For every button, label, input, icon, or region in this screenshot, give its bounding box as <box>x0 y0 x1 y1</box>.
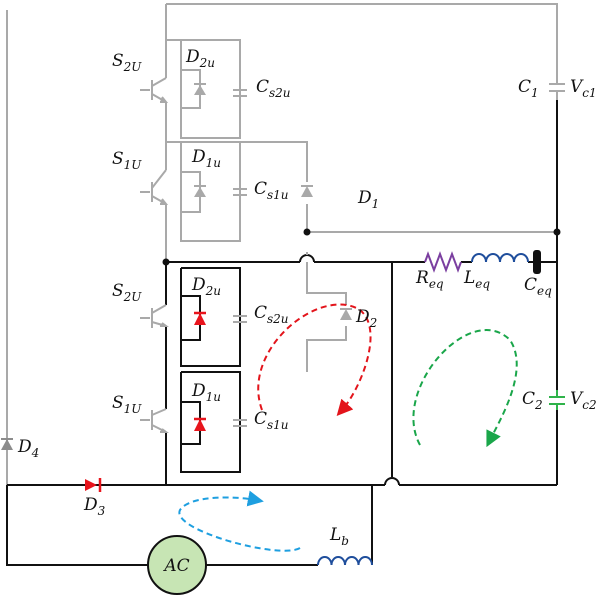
capacitor-ceq <box>533 250 541 274</box>
label-cs1u-bottom: Cs1u <box>254 409 289 432</box>
inactive-wiring <box>6 3 558 485</box>
capacitor-cs1u-bottom <box>233 419 247 427</box>
diode-d2u-top <box>181 69 206 109</box>
label-s1u-bottom: S1U <box>112 393 142 416</box>
label-d3: D3 <box>83 495 106 518</box>
label-c2: C2 <box>522 389 543 412</box>
junction-dots <box>162 228 561 266</box>
diode-d4 <box>1 438 13 450</box>
resistor-req <box>424 251 462 273</box>
inductor-lb <box>317 556 373 566</box>
label-ceq: Ceq <box>524 275 552 298</box>
label-s1u-top: S1U <box>112 149 142 172</box>
label-d2u-top: D2u <box>185 47 215 70</box>
label-cs2u-bottom: Cs2u <box>254 303 289 326</box>
capacitor-cs2u-bottom <box>233 315 247 323</box>
ac-source: AC <box>147 535 207 595</box>
component-labels: S2U D2u Cs2u S1U D1u Cs1u D1 C1 Vc1 Req … <box>17 47 597 548</box>
label-d2u-bottom: D2u <box>191 275 221 298</box>
label-d1u-bottom: D1u <box>191 381 221 404</box>
label-d4: D4 <box>17 437 39 460</box>
label-req: Req <box>415 268 444 291</box>
label-vc2: Vc2 <box>570 389 597 412</box>
diode-d1u-bottom <box>181 401 206 445</box>
label-d1u-top: D1u <box>191 147 221 170</box>
label-c1: C1 <box>518 77 539 100</box>
diode-d1 <box>301 185 313 197</box>
label-cs2u-top: Cs2u <box>256 77 291 100</box>
label-leq: Leq <box>463 268 490 291</box>
diode-d3 <box>85 478 102 492</box>
label-s2u-top: S2U <box>112 51 142 74</box>
ac-source-label: AC <box>162 556 189 576</box>
label-cs1u-top: Cs1u <box>254 179 289 202</box>
label-s2u-bottom: S2U <box>112 281 142 304</box>
capacitor-cs2u-top <box>233 89 247 97</box>
diode-d2 <box>340 308 352 320</box>
current-path-green <box>412 329 518 448</box>
diode-d2u-bottom <box>181 295 206 341</box>
label-d1: D1 <box>357 188 379 211</box>
label-d2: D2 <box>355 307 377 330</box>
active-wiring <box>6 100 558 566</box>
inductor-leq <box>471 253 529 263</box>
switch-s2u-bottom <box>140 304 169 328</box>
current-path-blue <box>178 490 301 552</box>
capacitor-c1 <box>549 75 565 100</box>
label-vc1: Vc1 <box>570 77 597 100</box>
current-path-red <box>257 303 372 416</box>
label-lb: Lb <box>329 525 349 548</box>
wire-crossovers <box>299 252 400 486</box>
switch-s1u-top <box>140 169 169 205</box>
capacitor-c2 <box>549 390 565 410</box>
capacitor-cs1u-top <box>233 188 247 196</box>
switch-s1u-bottom <box>140 408 169 433</box>
switch-s2u-top <box>140 77 169 103</box>
diode-d1u-top <box>181 171 206 213</box>
